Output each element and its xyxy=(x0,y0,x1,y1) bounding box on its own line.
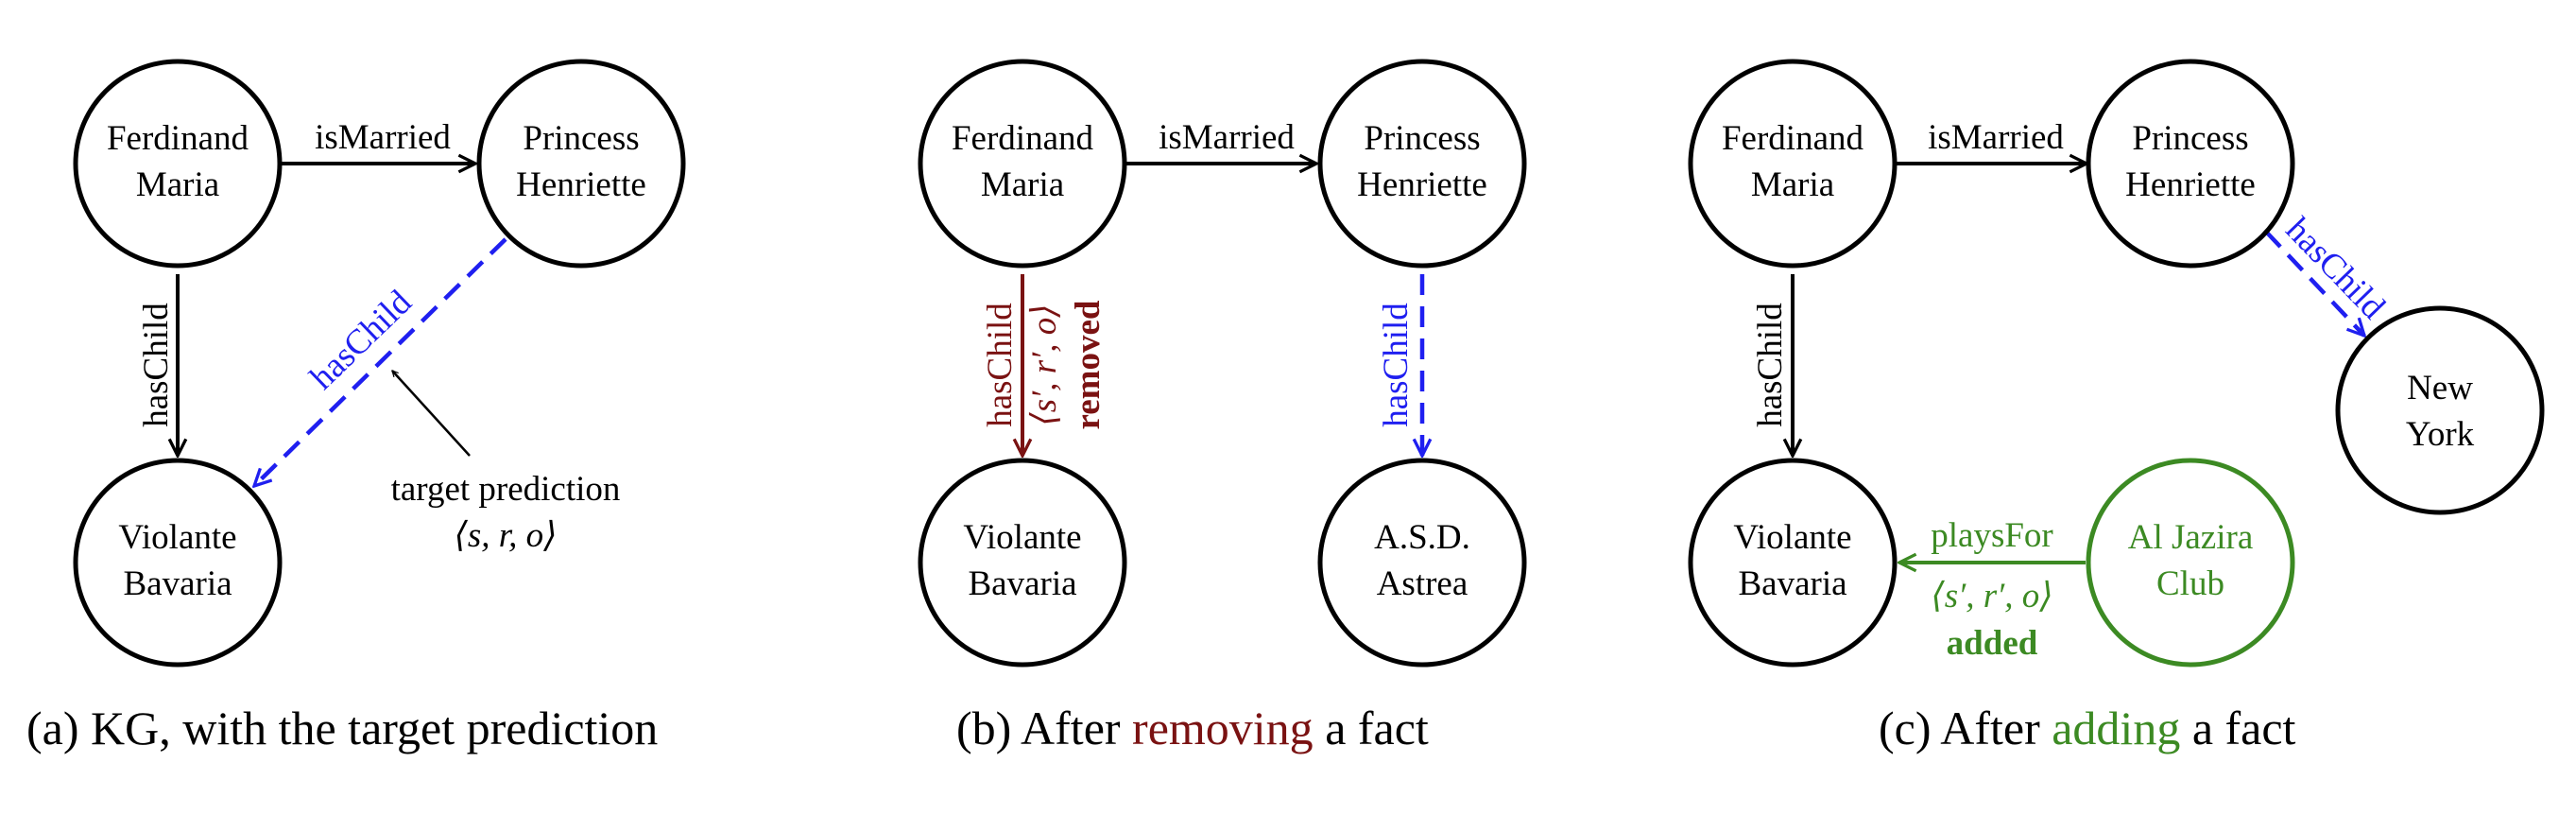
node-henriette-a: Princess Henriette xyxy=(476,59,686,269)
svg-text:Ferdinand: Ferdinand xyxy=(107,119,249,158)
edge-label-ismarried-c: isMarried xyxy=(1928,118,2064,157)
svg-text:A.S.D.: A.S.D. xyxy=(1374,518,1470,557)
annotation-label-a: target prediction xyxy=(391,470,621,509)
caption-b-suffix: a fact xyxy=(1314,702,1429,754)
caption-b-highlight: removing xyxy=(1132,702,1314,754)
edge-label-ismarried-b: isMarried xyxy=(1159,118,1295,157)
node-astrea-b: A.S.D. Astrea xyxy=(1317,458,1527,668)
edge-label-added-triple-c: ⟨s′, r′, o⟩ xyxy=(1931,577,2052,616)
node-henriette-c: Princess Henriette xyxy=(2086,59,2295,269)
svg-text:Henriette: Henriette xyxy=(516,165,646,204)
svg-text:Maria: Maria xyxy=(1751,165,1834,204)
svg-text:Henriette: Henriette xyxy=(1357,165,1487,204)
node-violante-c: Violante Bavaria xyxy=(1688,458,1898,668)
caption-a-prefix: (a) KG, with the target prediction xyxy=(26,702,658,754)
svg-text:Bavaria: Bavaria xyxy=(1738,564,1846,603)
svg-text:Princess: Princess xyxy=(2132,119,2248,158)
caption-c: (c) After adding a fact xyxy=(1879,702,2296,754)
svg-text:Maria: Maria xyxy=(136,165,219,204)
edge-label-haschild-removed-b: hasChild xyxy=(981,303,1020,427)
svg-text:Ferdinand: Ferdinand xyxy=(952,119,1094,158)
svg-text:Henriette: Henriette xyxy=(2125,165,2256,204)
node-aljazira-c: Al Jazira Club xyxy=(2086,458,2295,668)
node-henriette-b: Princess Henriette xyxy=(1317,59,1527,269)
edge-label-removed-triple-b: ⟨s′, r′, o⟩ xyxy=(1025,303,1064,425)
caption-b: (b) After removing a fact xyxy=(956,702,1429,754)
annotation-triple-a: ⟨s, r, o⟩ xyxy=(454,516,557,555)
node-violante-b: Violante Bavaria xyxy=(918,458,1127,668)
panel-b: isMarried hasChild ⟨s′, r′, o⟩ removed h… xyxy=(918,59,1527,754)
node-ferdinand-a: Ferdinand Maria xyxy=(73,59,283,269)
edge-label-removed-b: removed xyxy=(1069,300,1108,429)
edge-label-haschild-a: hasChild xyxy=(137,303,176,427)
svg-text:Princess: Princess xyxy=(523,119,639,158)
panel-c: isMarried hasChild hasChild playsFor ⟨s′… xyxy=(1688,59,2545,754)
svg-text:Club: Club xyxy=(2156,564,2224,603)
edge-label-haschild-target-b: hasChild xyxy=(1377,303,1416,427)
node-violante-a: Violante Bavaria xyxy=(73,458,283,668)
edge-label-playsfor-c: playsFor xyxy=(1931,516,2053,555)
svg-text:Ferdinand: Ferdinand xyxy=(1722,119,1864,158)
svg-text:York: York xyxy=(2406,415,2475,454)
node-newyork-c: New York xyxy=(2335,305,2545,515)
caption-c-suffix: a fact xyxy=(2180,702,2295,754)
svg-text:Violante: Violante xyxy=(963,518,1081,557)
svg-text:Bavaria: Bavaria xyxy=(123,564,232,603)
edge-label-added-c: added xyxy=(1947,624,2038,663)
annotation-arrow-a xyxy=(391,371,471,457)
svg-text:Violante: Violante xyxy=(1733,518,1851,557)
svg-text:Maria: Maria xyxy=(981,165,1064,204)
svg-text:Violante: Violante xyxy=(118,518,236,557)
svg-text:New: New xyxy=(2407,369,2473,408)
svg-text:Bavaria: Bavaria xyxy=(968,564,1076,603)
panel-a: isMarried hasChild hasChild target predi… xyxy=(26,59,686,754)
caption-b-prefix: (b) After xyxy=(956,702,1132,754)
svg-text:Princess: Princess xyxy=(1364,119,1480,158)
edge-haschild-target-c xyxy=(2264,230,2364,336)
caption-c-prefix: (c) After xyxy=(1879,702,2052,754)
edge-haschild-target-a xyxy=(254,237,507,486)
node-ferdinand-c: Ferdinand Maria xyxy=(1688,59,1898,269)
node-ferdinand-b: Ferdinand Maria xyxy=(918,59,1127,269)
caption-c-highlight: adding xyxy=(2052,702,2180,754)
edge-label-haschild-target-c: hasChild xyxy=(2278,210,2393,326)
caption-a: (a) KG, with the target prediction xyxy=(26,702,658,754)
svg-text:Astrea: Astrea xyxy=(1377,564,1468,603)
edge-label-ismarried-a: isMarried xyxy=(315,118,451,157)
edge-label-haschild-c: hasChild xyxy=(1751,303,1790,427)
svg-text:Al Jazira: Al Jazira xyxy=(2128,518,2254,557)
